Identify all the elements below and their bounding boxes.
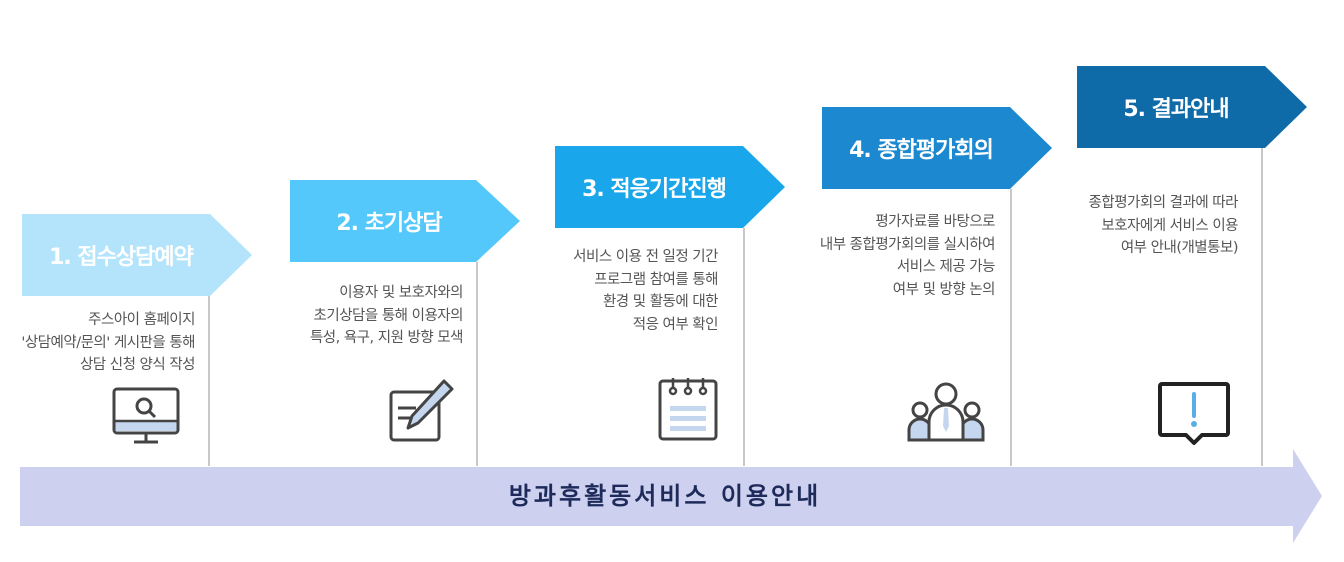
notepad-icon <box>658 378 718 441</box>
desc-line: 초기상담을 통해 이용자의 <box>313 307 464 324</box>
edit-note-icon <box>389 379 454 442</box>
divider-2 <box>476 262 478 466</box>
alert-message-icon <box>1158 382 1230 445</box>
desc-line: '상담예약/문의' 게시판을 통해 <box>21 334 195 351</box>
desc-line: 적응 여부 확인 <box>632 316 719 333</box>
step-5-banner: 5. 결과안내 <box>1077 66 1309 148</box>
monitor-search-icon <box>112 387 180 444</box>
desc-line: 프로그램 참여를 통해 <box>594 271 718 288</box>
desc-line: 서비스 제공 가능 <box>896 259 996 275</box>
step-2-description: 이용자 및 보호자와의 초기상담을 통해 이용자의 특성, 욕구, 지원 방향 … <box>309 282 464 350</box>
step-4-banner: 4. 종합평가회의 <box>822 107 1054 189</box>
divider-5 <box>1261 148 1263 466</box>
step-2-title: 2. 초기상담 <box>336 211 442 236</box>
desc-line: 여부 안내(개별통보) <box>1120 240 1239 256</box>
bottom-arrow <box>20 449 1322 543</box>
desc-line: 서비스 이용 전 일정 기간 <box>573 249 718 265</box>
step-3-banner: 3. 적응기간진행 <box>555 146 787 228</box>
step-1-description: 주스아이 홈페이지 '상담예약/문의' 게시판을 통해 상담 신청 양식 작성 <box>21 309 195 377</box>
step-2-banner: 2. 초기상담 <box>290 180 522 262</box>
desc-line: 내부 종합평가회의를 실시하여 <box>819 236 996 253</box>
divider-3 <box>743 228 745 466</box>
people-meeting-icon <box>907 382 985 442</box>
step-4-description: 평가자료를 바탕으로 내부 종합평가회의를 실시하여 서비스 제공 가능 여부 … <box>819 211 996 301</box>
desc-line: 여부 및 방향 논의 <box>892 281 996 298</box>
desc-line: 주스아이 홈페이지 <box>88 312 195 328</box>
desc-line: 보호자에게 서비스 이용 <box>1101 217 1238 234</box>
divider-1 <box>208 296 210 466</box>
desc-line: 이용자 및 보호자와의 <box>339 285 463 301</box>
desc-line: 종합평가회의 결과에 따라 <box>1088 195 1239 211</box>
step-4-title: 4. 종합평가회의 <box>849 138 994 163</box>
step-1-title: 1. 접수상담예약 <box>49 245 194 270</box>
step-5-title: 5. 결과안내 <box>1123 97 1229 122</box>
step-5-description: 종합평가회의 결과에 따라 보호자에게 서비스 이용 여부 안내(개별통보) <box>1088 192 1239 260</box>
desc-line: 평가자료를 바탕으로 <box>875 214 995 230</box>
footer-title: 방과후활동서비스 이용안내 <box>508 482 822 510</box>
desc-line: 환경 및 활동에 대한 <box>602 294 719 310</box>
divider-4 <box>1010 189 1012 466</box>
step-1-banner: 1. 접수상담예약 <box>22 214 254 296</box>
step-3-title: 3. 적응기간진행 <box>582 177 727 202</box>
step-3-description: 서비스 이용 전 일정 기간 프로그램 참여를 통해 환경 및 활동에 대한 적… <box>573 246 718 336</box>
desc-line: 특성, 욕구, 지원 방향 모색 <box>309 330 464 346</box>
desc-line: 상담 신청 양식 작성 <box>79 357 196 373</box>
